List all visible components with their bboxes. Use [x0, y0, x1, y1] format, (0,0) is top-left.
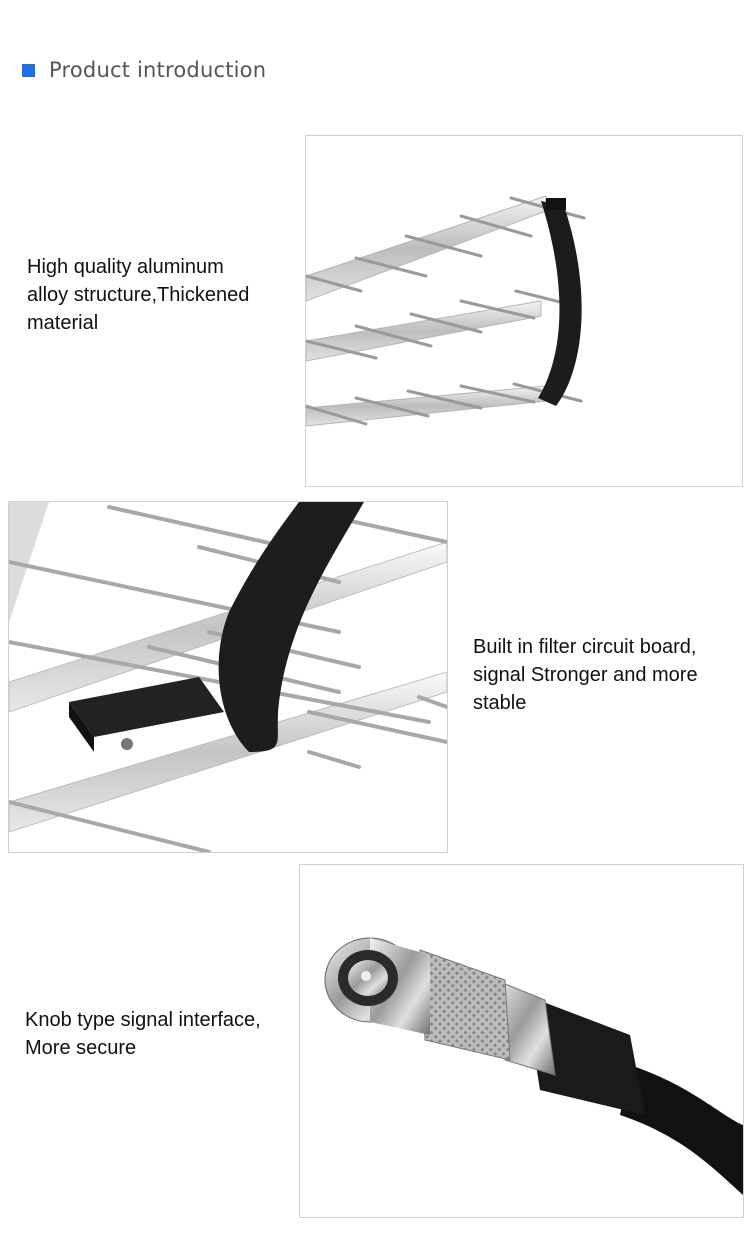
coax-connector-icon	[324, 937, 743, 1195]
feature-1-line-3: material	[27, 312, 99, 334]
coax-connector-image	[299, 864, 744, 1218]
filter-bracket-image	[8, 501, 448, 853]
feature-2-line-1: Built in filter circuit board,	[473, 636, 697, 658]
feature-2-line-3: stable	[473, 692, 527, 714]
feature-2-text: Built in filter circuit board, signal St…	[473, 633, 698, 717]
antenna-elements-icon	[306, 195, 586, 427]
feature-2-line-2: signal Stronger and more	[473, 664, 698, 686]
feature-3-line-1: Knob type signal interface,	[25, 1009, 261, 1031]
section-marker-icon	[22, 63, 35, 77]
feature-1-text: High quality aluminum alloy structure,Th…	[27, 253, 249, 337]
section-header: Product introduction	[22, 58, 266, 82]
antenna-elements-image	[305, 135, 743, 487]
section-title: Product introduction	[49, 58, 267, 82]
feature-1-line-1: High quality aluminum	[27, 256, 224, 278]
feature-3-line-2: More secure	[25, 1037, 137, 1059]
feature-1-line-2: alloy structure,Thickened	[27, 284, 250, 306]
filter-bracket-icon	[9, 502, 447, 852]
feature-3-text: Knob type signal interface, More secure	[25, 1006, 261, 1062]
